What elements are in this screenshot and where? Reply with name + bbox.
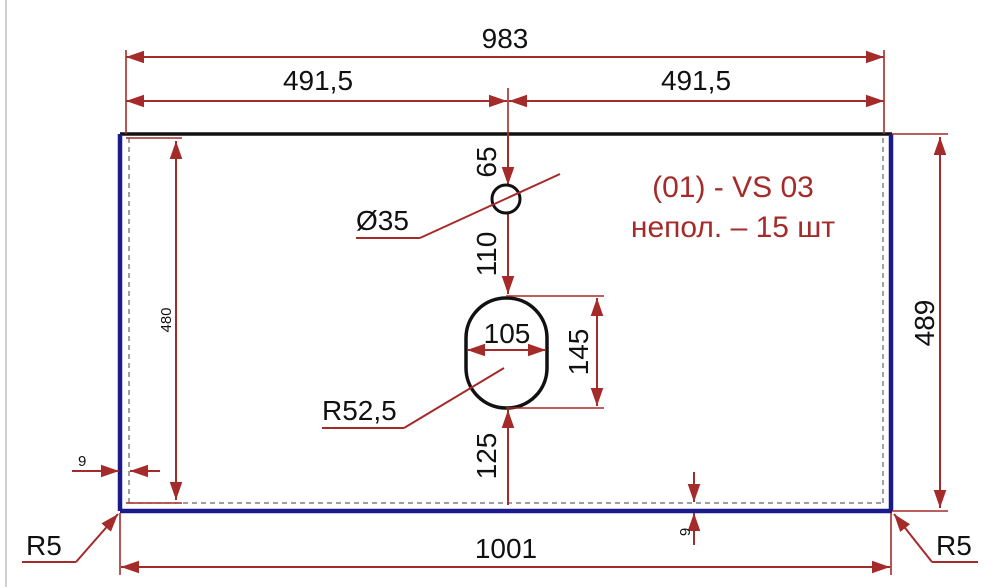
dim-1001-label: 1001 bbox=[475, 533, 537, 564]
dim-9-left-label: 9 bbox=[78, 453, 86, 470]
note-line-2: непол. – 15 шт bbox=[631, 211, 835, 244]
dim-height-right: 489 bbox=[892, 133, 948, 512]
hole-circle bbox=[490, 183, 522, 215]
note-line-1: (01) - VS 03 bbox=[652, 171, 814, 204]
dim-vertical-chain: 65 110 125 bbox=[471, 134, 515, 505]
dim-125-label: 125 bbox=[471, 433, 502, 480]
hole-diameter-label: Ø35 bbox=[356, 205, 409, 236]
part-note: (01) - VS 03 непол. – 15 шт bbox=[631, 171, 835, 244]
dim-edge-left: 9 bbox=[72, 453, 160, 478]
cutout-shape bbox=[464, 296, 549, 410]
dim-145-label: 145 bbox=[563, 329, 594, 376]
cutout-radius-label: R52,5 bbox=[322, 395, 397, 426]
dim-edge-bottom: 9 bbox=[677, 472, 701, 545]
dim-overall-bottom: 1001 bbox=[119, 513, 892, 575]
dim-491-right-label: 491,5 bbox=[661, 65, 731, 96]
corner-callouts: R5 R5 bbox=[22, 513, 978, 563]
dim-105-label: 105 bbox=[484, 318, 531, 349]
dim-480-label: 480 bbox=[158, 307, 175, 332]
hole: Ø35 bbox=[356, 173, 561, 239]
dim-half-widths: 491,5 491,5 bbox=[126, 65, 884, 134]
corner-right-label: R5 bbox=[936, 530, 972, 561]
panel bbox=[117, 132, 894, 514]
dim-489-label: 489 bbox=[909, 300, 940, 347]
dim-overall-top: 983 bbox=[125, 23, 885, 134]
dim-491-left-label: 491,5 bbox=[283, 65, 353, 96]
corner-left-label: R5 bbox=[26, 530, 62, 561]
dim-65-label: 65 bbox=[471, 146, 502, 177]
dim-110-label: 110 bbox=[471, 232, 502, 277]
dim-983-label: 983 bbox=[482, 23, 529, 54]
sink-cutout: 145 105 R52,5 bbox=[322, 295, 604, 429]
dim-inner-left: 480 bbox=[126, 137, 183, 504]
dim-9-bottom-label: 9 bbox=[677, 528, 694, 536]
